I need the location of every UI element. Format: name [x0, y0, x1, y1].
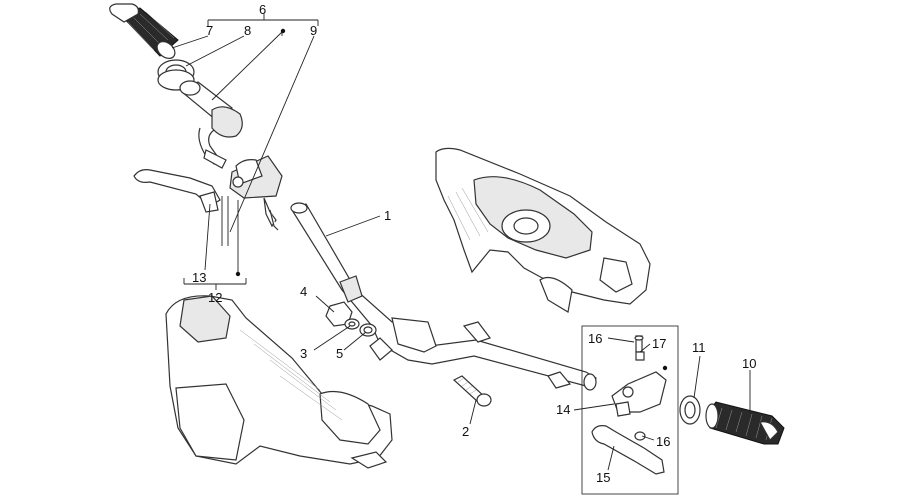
assembly-6-bracket: [207, 14, 319, 26]
callout-16-top: 16: [588, 331, 602, 346]
callout-1: 1: [384, 208, 391, 223]
callout-10: 10: [742, 356, 756, 371]
upper-cover-drawing: [435, 147, 651, 313]
callout-7: 7: [206, 23, 213, 38]
callout-5: 5: [336, 346, 343, 361]
callout-17: 17: [652, 336, 666, 351]
handlebar-drawing: [290, 202, 597, 391]
screw-drawing: [452, 375, 492, 407]
callout-8: 8: [244, 23, 251, 38]
assembly-12-bracket: [183, 278, 247, 290]
leader-dot: [235, 271, 241, 277]
leader-lines: [171, 28, 751, 471]
leader-dot: [280, 28, 286, 34]
left-lever-drawing: [133, 169, 229, 246]
left-grip-drawing: [109, 3, 179, 59]
spacer-drawing: [359, 323, 377, 337]
callout-3: 3: [300, 346, 307, 361]
callout-16-bottom: 16: [656, 434, 670, 449]
right-grip-drawing: [705, 401, 785, 445]
callout-labels: 1 2 3 4 5 6 7 8 9 10 11 12 13 14 15 16 1…: [192, 2, 756, 485]
throttle-tube-drawing: [179, 80, 243, 169]
callout-9: 9: [310, 23, 317, 38]
callout-4: 4: [300, 284, 307, 299]
callout-2: 2: [462, 424, 469, 439]
callout-15: 15: [596, 470, 610, 485]
grip-end-ring-drawing: [679, 395, 701, 425]
grip-ring-drawing: [157, 59, 195, 91]
leader-dot: [662, 365, 668, 371]
callout-11: 11: [692, 340, 706, 355]
switch-block-drawing: [229, 155, 283, 231]
callout-12: 12: [208, 290, 222, 305]
lower-cover-drawing: [165, 295, 393, 469]
callout-14: 14: [556, 402, 570, 417]
callout-6: 6: [259, 2, 266, 17]
callout-13: 13: [192, 270, 206, 285]
right-lever-assembly-box: [581, 325, 679, 495]
